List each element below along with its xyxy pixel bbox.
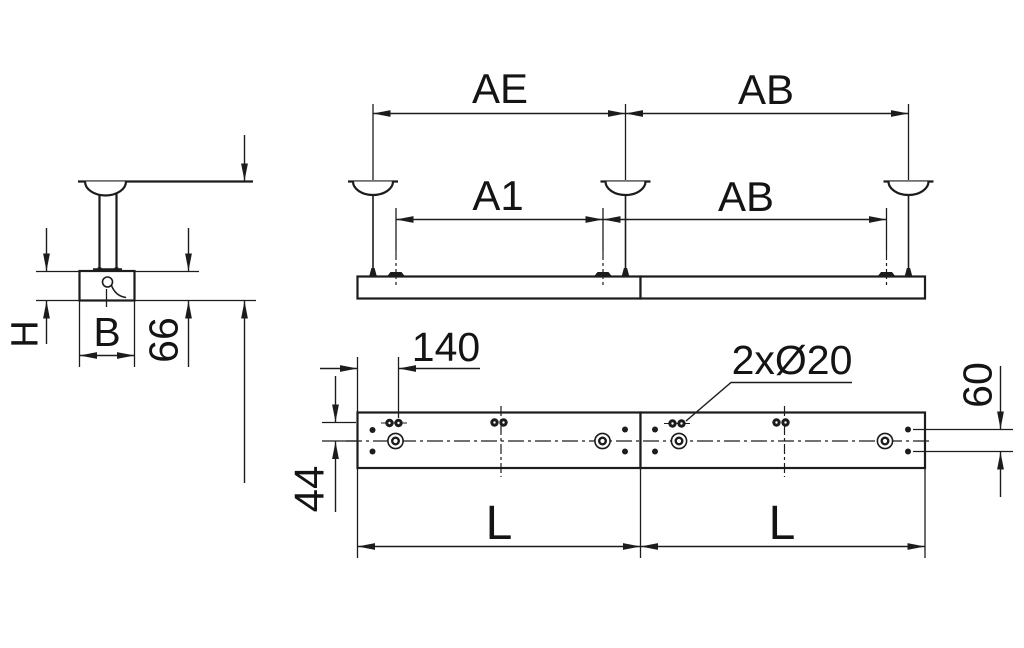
- dim-label-60: 60: [954, 362, 1000, 408]
- dim-L2: L: [640, 497, 925, 550]
- bar-1-plan: [356, 411, 642, 470]
- dim-label-66: 66: [140, 317, 186, 363]
- canopy-2: [600, 104, 651, 277]
- front-view: AE AB A1 AB: [348, 65, 934, 300]
- fixing-point-2: [594, 208, 612, 286]
- dim-140: 140: [320, 324, 480, 418]
- dim-label-ab-mid: AB: [718, 173, 774, 220]
- dim-label-l1: L: [486, 497, 513, 550]
- dim-label-h: H: [4, 320, 46, 347]
- plan-view: 140 2xØ20 44 60 L: [286, 324, 1013, 558]
- dim-label-ab-top: AB: [738, 66, 794, 113]
- dim-A1: A1: [396, 172, 603, 223]
- dim-label-b: B: [93, 309, 120, 355]
- dim-AB-mid: AB: [603, 173, 887, 223]
- dim-label-2xd20: 2xØ20: [732, 337, 853, 383]
- dim-AE: AE: [373, 65, 626, 117]
- suspension-holes: [387, 432, 894, 450]
- bar-1: [356, 275, 642, 300]
- dim-H: H: [4, 228, 50, 348]
- canopy-1: [348, 104, 398, 277]
- swivel-joint: [101, 276, 114, 288]
- side-view: H 66 B: [4, 135, 256, 483]
- end-screw-dots: [369, 426, 911, 455]
- dim-label-l2: L: [769, 497, 796, 550]
- dim-label-ae: AE: [472, 65, 528, 112]
- fixing-pins: [385, 418, 790, 428]
- dim-label-140: 140: [412, 324, 480, 370]
- dim-B: B: [78, 301, 136, 367]
- callout-holes: 2xØ20: [685, 337, 853, 422]
- dim-66: 66: [140, 228, 192, 367]
- dim-60: 60: [913, 362, 1013, 497]
- bar-2: [639, 275, 927, 300]
- dim-44: 44: [286, 376, 356, 512]
- canopy-dome: [83, 181, 128, 197]
- canopy-3: [883, 104, 934, 277]
- fixing-point-1: [387, 208, 405, 286]
- dim-label-a1: A1: [472, 172, 523, 219]
- dim-AB-top: AB: [625, 66, 909, 117]
- dim-label-44: 44: [286, 466, 333, 513]
- fixing-point-3: [877, 208, 896, 286]
- dim-L1: L: [356, 469, 926, 558]
